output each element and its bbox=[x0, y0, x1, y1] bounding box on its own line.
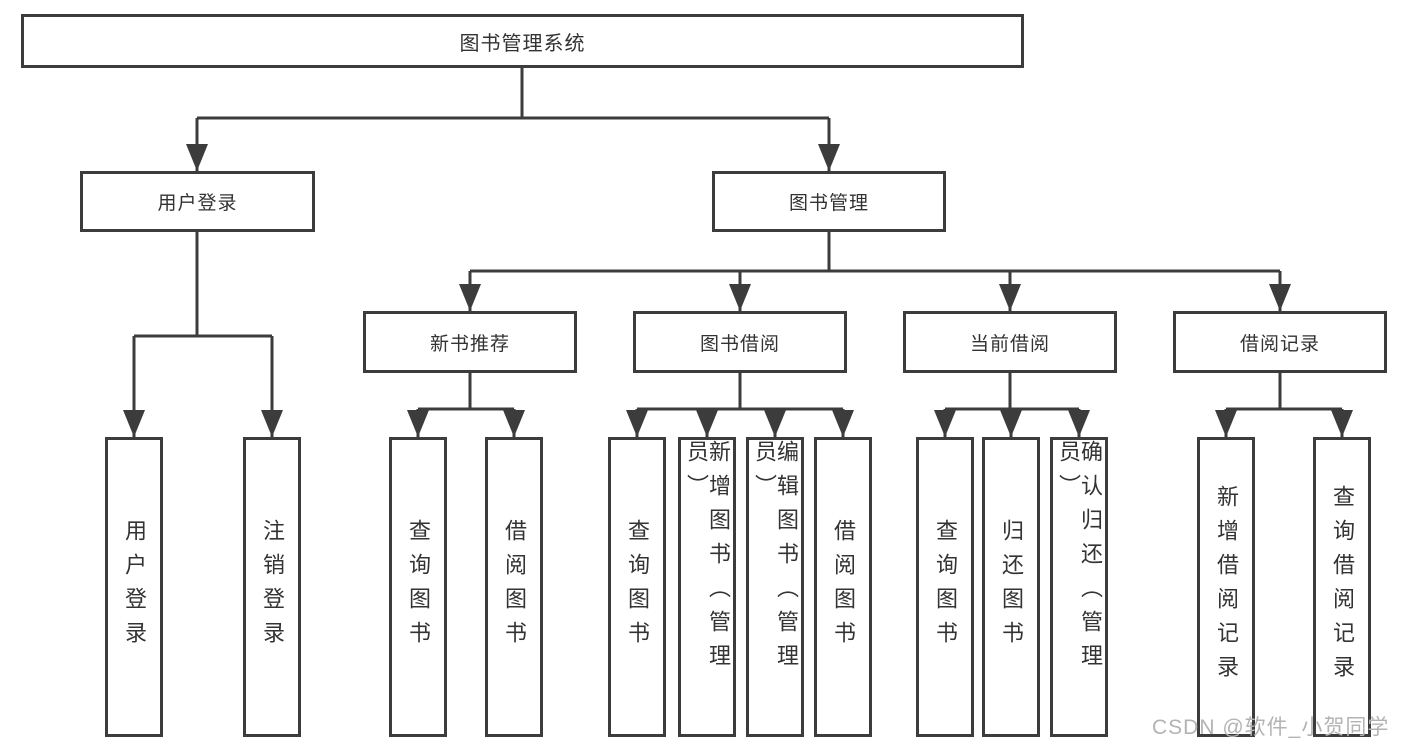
node-user-login: 用户登录 bbox=[80, 171, 315, 232]
node-label: 查询图书 bbox=[625, 519, 650, 655]
node-label: 编辑图书（管理员） bbox=[752, 440, 799, 678]
leaf-logout: 注销登录 bbox=[243, 437, 301, 737]
node-label: 查询借阅记录 bbox=[1330, 485, 1355, 689]
node-label: 借阅图书 bbox=[831, 519, 856, 655]
node-label: 借阅图书 bbox=[502, 519, 527, 655]
node-library-management-system: 图书管理系统 bbox=[21, 14, 1024, 68]
node-new-book-recommendation: 新书推荐 bbox=[363, 311, 577, 373]
node-label: 确认归还（管理员） bbox=[1056, 440, 1103, 678]
node-label: 图书借阅 bbox=[699, 333, 780, 355]
node-label: 查询图书 bbox=[406, 519, 431, 655]
leaf-user-login: 用户登录 bbox=[105, 437, 163, 737]
arrow-down-icon bbox=[764, 410, 786, 437]
leaf-query-books: 查询图书 bbox=[389, 437, 447, 737]
arrow-down-icon bbox=[503, 410, 525, 437]
arrow-down-icon bbox=[261, 410, 283, 437]
arrow-down-icon bbox=[934, 410, 956, 437]
arrow-down-icon bbox=[626, 410, 648, 437]
leaf-query-borrow-record: 查询借阅记录 bbox=[1313, 437, 1371, 737]
csdn-watermark: CSDN @软件_小贺同学 bbox=[1152, 716, 1390, 739]
leaf-add-borrow-record: 新增借阅记录 bbox=[1197, 437, 1255, 737]
node-label: 新增图书（管理员） bbox=[684, 440, 731, 678]
node-label: 用户登录 bbox=[157, 193, 238, 214]
leaf-edit-books-admin: 编辑图书（管理员） bbox=[746, 437, 804, 737]
arrow-down-icon bbox=[123, 410, 145, 437]
leaf-query-books: 查询图书 bbox=[916, 437, 974, 737]
arrow-down-icon bbox=[459, 284, 481, 311]
node-label: 图书管理系统 bbox=[459, 32, 586, 55]
leaf-confirm-return-admin: 确认归还（管理员） bbox=[1050, 437, 1108, 737]
arrow-down-icon bbox=[1068, 410, 1090, 437]
leaf-add-books-admin: 新增图书（管理员） bbox=[678, 437, 736, 737]
arrowhead-icons bbox=[123, 144, 1353, 437]
leaf-query-books: 查询图书 bbox=[608, 437, 666, 737]
node-book-borrowing: 图书借阅 bbox=[633, 311, 847, 373]
node-label: 图书管理 bbox=[788, 193, 869, 214]
arrow-down-icon bbox=[729, 284, 751, 311]
arrow-down-icon bbox=[999, 284, 1021, 311]
node-label: 查询图书 bbox=[933, 519, 958, 655]
node-label: 归还图书 bbox=[999, 519, 1024, 655]
arrow-down-icon bbox=[407, 410, 429, 437]
node-current-borrowing: 当前借阅 bbox=[903, 311, 1117, 373]
arrow-down-icon bbox=[1215, 410, 1237, 437]
leaf-borrow-books: 借阅图书 bbox=[485, 437, 543, 737]
node-label: 注销登录 bbox=[260, 519, 285, 655]
node-label: 新增借阅记录 bbox=[1214, 485, 1239, 689]
arrow-down-icon bbox=[832, 410, 854, 437]
arrow-down-icon bbox=[696, 410, 718, 437]
leaf-borrow-books: 借阅图书 bbox=[814, 437, 872, 737]
connector-paths bbox=[132, 68, 1344, 437]
node-book-management: 图书管理 bbox=[712, 171, 946, 232]
node-label: 当前借阅 bbox=[969, 333, 1050, 355]
arrow-down-icon bbox=[1269, 284, 1291, 311]
node-borrow-records: 借阅记录 bbox=[1173, 311, 1387, 373]
arrow-down-icon bbox=[1331, 410, 1353, 437]
node-label: 用户登录 bbox=[122, 519, 147, 655]
arrow-down-icon bbox=[818, 144, 840, 171]
leaf-return-books: 归还图书 bbox=[982, 437, 1040, 737]
node-label: 借阅记录 bbox=[1239, 333, 1320, 355]
arrow-down-icon bbox=[186, 144, 208, 171]
node-label: 新书推荐 bbox=[429, 333, 510, 355]
arrow-down-icon bbox=[1000, 410, 1022, 437]
